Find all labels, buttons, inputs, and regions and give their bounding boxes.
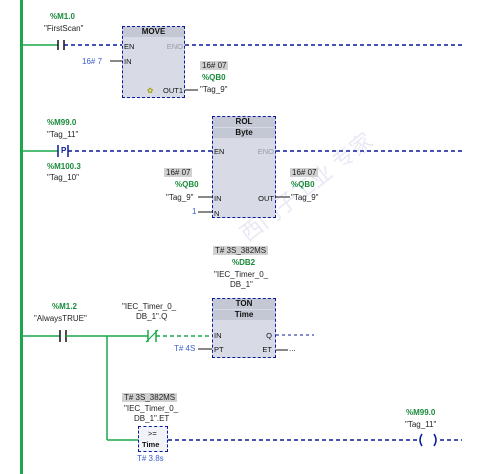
move-out-value: 16# 07 xyxy=(200,61,229,70)
rol-out-value: 16# 07 xyxy=(290,168,319,177)
ton-pt-pin: PT xyxy=(214,345,224,354)
rol-n-pin: N xyxy=(214,209,220,218)
rol-block-title: ROL xyxy=(213,117,275,127)
move-block-title: MOVE xyxy=(123,27,184,37)
cmp-value: T# 3S_382MS xyxy=(122,393,178,402)
move-out-address: %QB0 xyxy=(202,73,226,82)
ton-block[interactable]: TON Time IN Q PT ET xyxy=(212,298,276,358)
rung1-no-contact xyxy=(57,40,65,50)
power-rail xyxy=(20,0,23,474)
ton-instance-address: %DB2 xyxy=(232,258,256,267)
move-out1-pin: OUT1 xyxy=(162,86,183,95)
cmp-reference-value: T# 3.8s xyxy=(137,454,164,463)
rung2-edge-address: %M100.3 xyxy=(47,162,81,171)
rol-in-pin: IN xyxy=(214,194,222,203)
ton-block-type: Time xyxy=(213,310,275,320)
rol-out-name: "Tag_9" xyxy=(291,193,319,202)
rol-block-type: Byte xyxy=(213,128,275,138)
rol-out-pin: OUT xyxy=(258,194,274,203)
move-in-value: 16# 7 xyxy=(82,57,103,66)
rung2-contact-name: "Tag_11" xyxy=(47,130,79,139)
rung3-contact-address: %M1.2 xyxy=(52,302,77,311)
ton-instance-name-2: DB_1" xyxy=(230,280,253,289)
rung3-contact-name: "AlwaysTRUE" xyxy=(34,314,87,323)
rung3-no-contact xyxy=(59,330,67,342)
compare-block[interactable]: >= Time xyxy=(138,426,168,452)
ton-block-title: TON xyxy=(213,299,275,309)
cmp-operand-name-2: DB_1".ET xyxy=(134,414,170,423)
expand-icon[interactable]: ✿ xyxy=(147,86,154,95)
move-eno-pin: ENO xyxy=(166,42,183,51)
rung2-contact-address: %M99.0 xyxy=(47,118,77,127)
rol-block[interactable]: ROL Byte EN ENO IN OUT N xyxy=(212,116,276,218)
move-block[interactable]: MOVE EN ENO IN ✿ OUT1 xyxy=(122,26,185,98)
cmp-operand-name-1: "IEC_Timer_0_ xyxy=(124,404,179,413)
rol-out-address: %QB0 xyxy=(291,180,315,189)
ton-et-dots: ... xyxy=(289,344,296,353)
ton-instance-value: T# 3S_382MS xyxy=(213,246,269,255)
move-out-name: "Tag_9" xyxy=(200,85,228,94)
ton-q-pin: Q xyxy=(266,331,272,340)
rol-in-address: %QB0 xyxy=(175,180,199,189)
rung1-contact-name: "FirstScan" xyxy=(44,24,84,33)
nc-contact-name-2: DB_1".Q xyxy=(136,312,168,321)
rol-n-value: 1 xyxy=(192,207,197,216)
rol-in-value: 16# 07 xyxy=(164,168,193,177)
compare-type: Time xyxy=(142,440,160,449)
coil-m99 xyxy=(419,433,437,447)
ton-in-pin: IN xyxy=(214,331,222,340)
move-en-pin: EN xyxy=(124,42,135,51)
nc-contact-name-1: "IEC_Timer_0_ xyxy=(122,302,177,311)
compare-operator: >= xyxy=(148,429,157,438)
coil-name: "Tag_11" xyxy=(405,420,437,429)
ton-pt-value: T# 4S xyxy=(174,344,196,353)
ton-et-pin: ET xyxy=(262,345,272,354)
move-in-pin: IN xyxy=(124,57,132,66)
rol-in-name: "Tag_9" xyxy=(166,193,194,202)
p-contact-label: P xyxy=(61,146,67,155)
rol-eno-pin: ENO xyxy=(257,147,274,156)
ton-instance-name-1: "IEC_Timer_0_ xyxy=(214,270,269,279)
rung2-edge-name: "Tag_10" xyxy=(47,173,79,182)
rol-en-pin: EN xyxy=(214,147,225,156)
rung1-contact-address: %M1.0 xyxy=(50,12,75,21)
coil-address: %M99.0 xyxy=(406,408,436,417)
